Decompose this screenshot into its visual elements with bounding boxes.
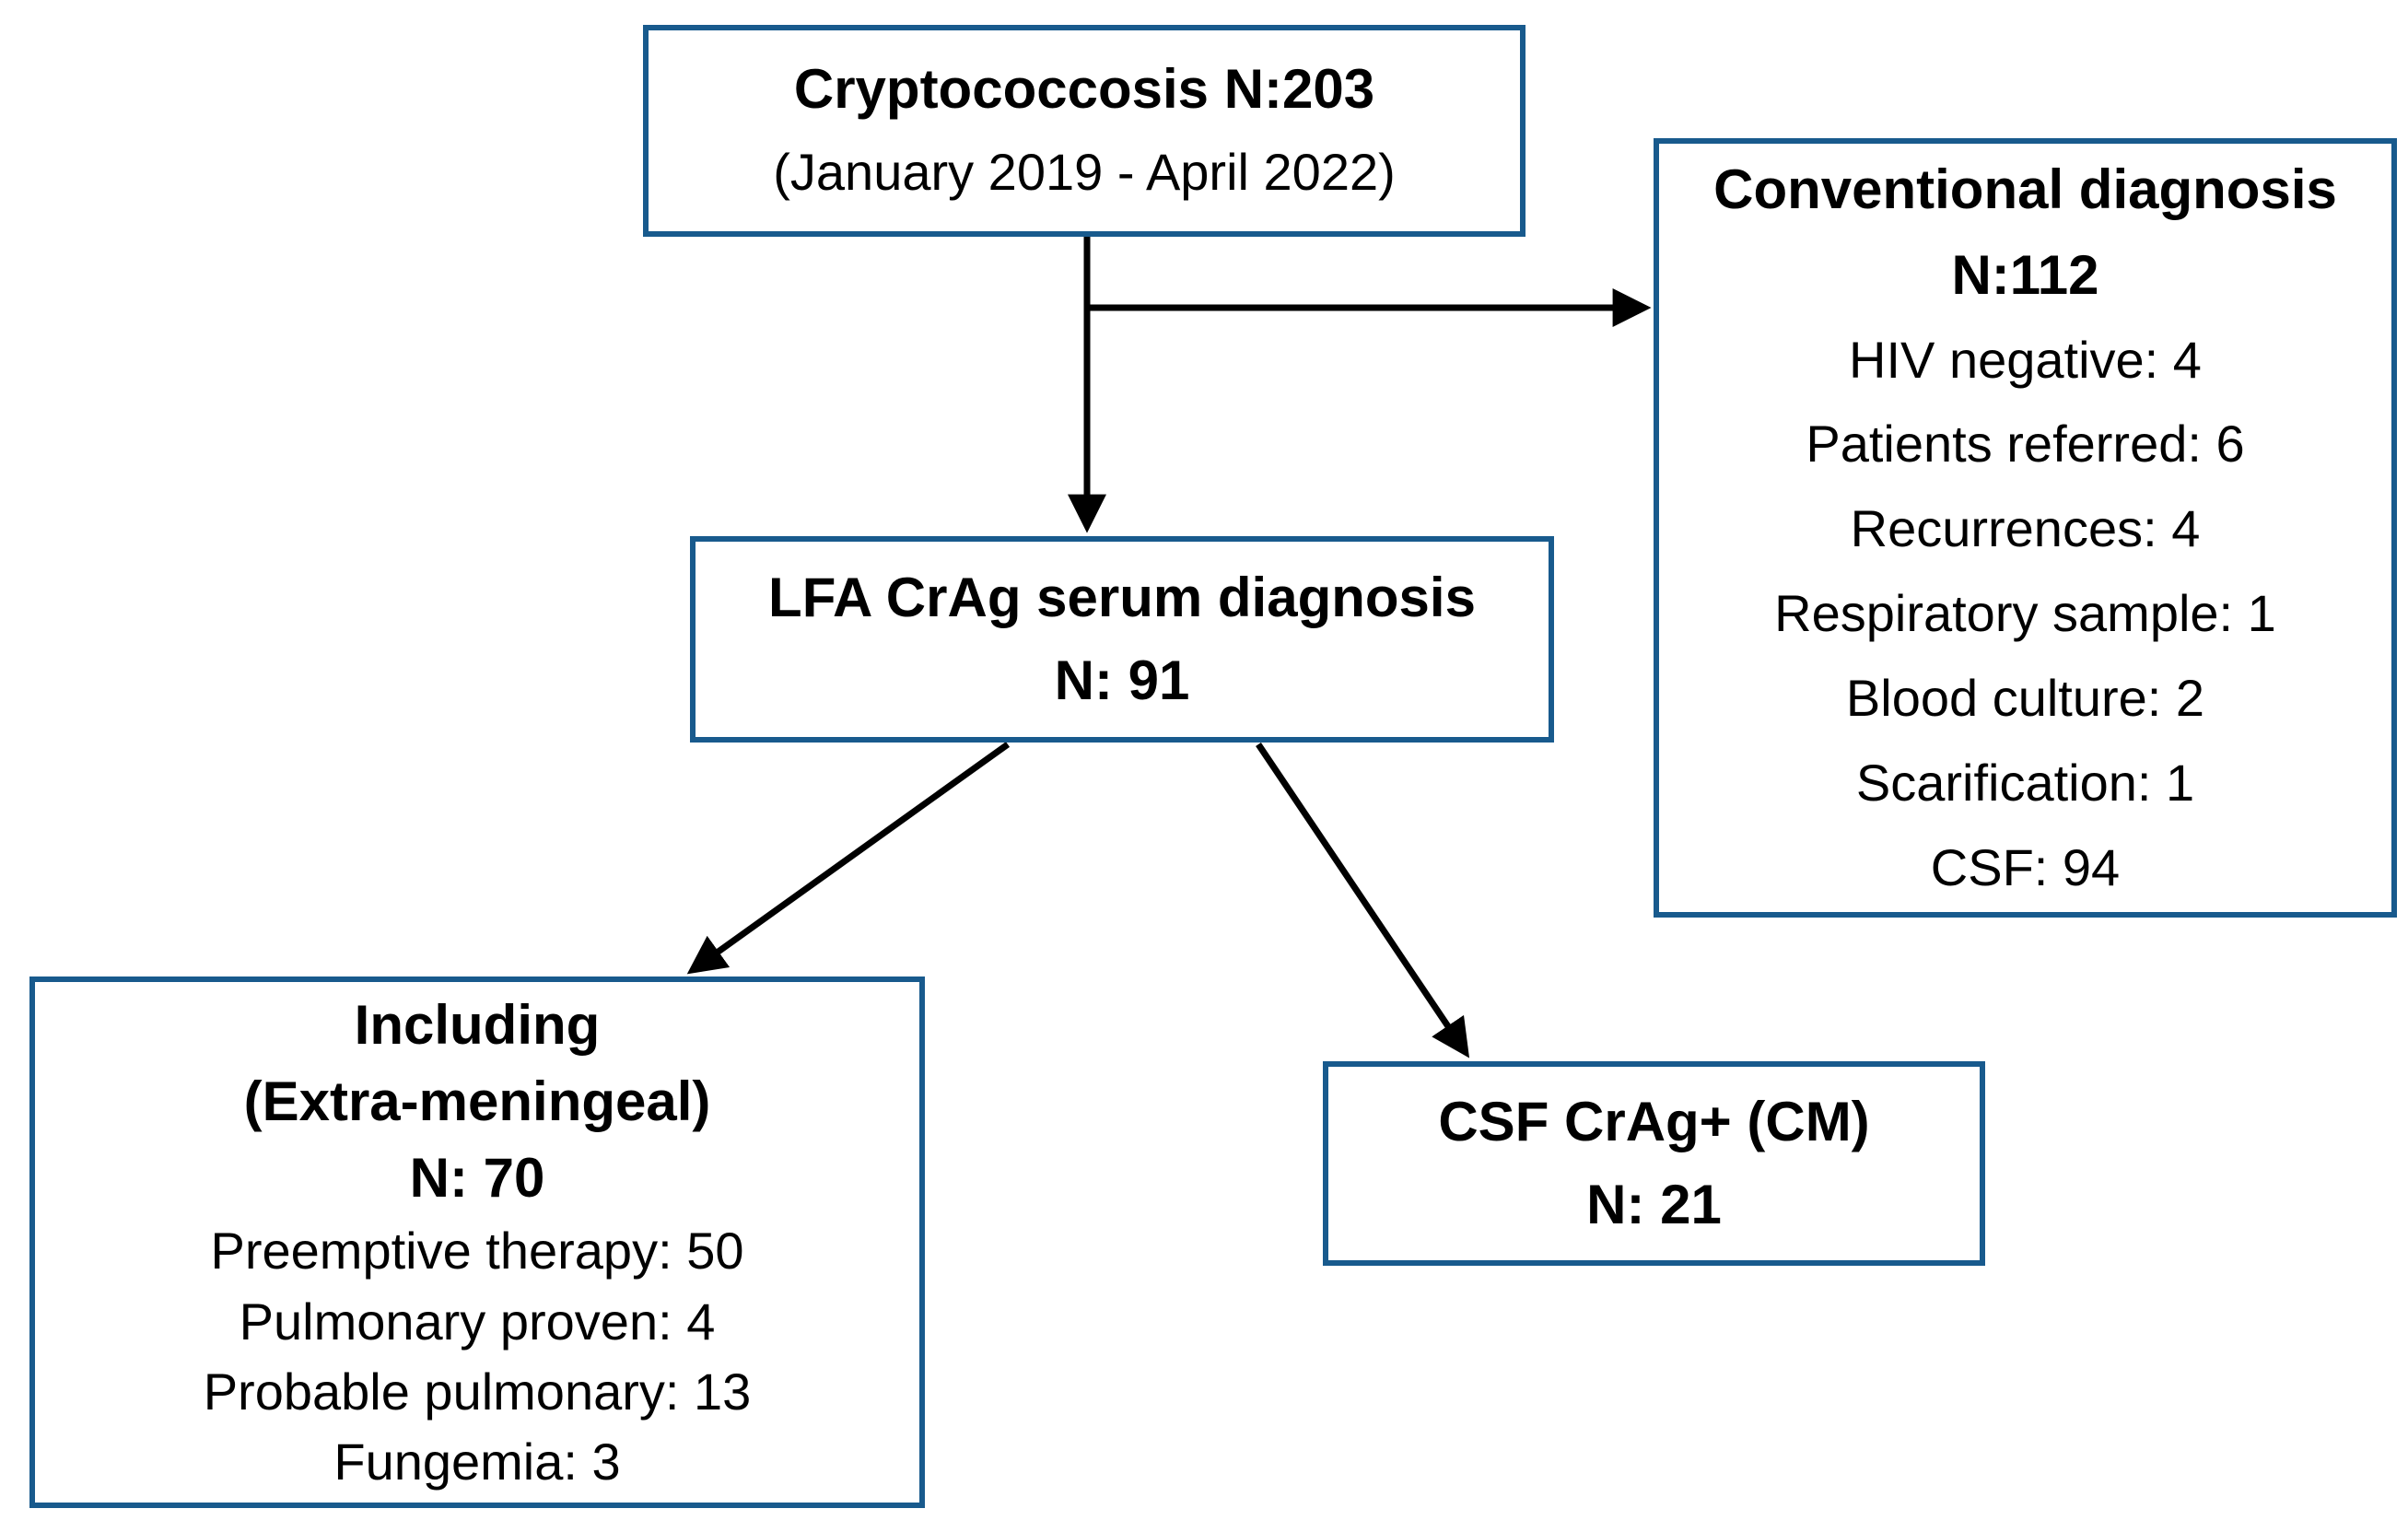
node-including-item: Probable pulmonary: 13 — [203, 1362, 752, 1421]
node-conventional-n: N:112 — [1951, 243, 2099, 306]
node-lfa-n: N: 91 — [1054, 649, 1190, 711]
node-csf-title: CSF CrAg+ (CM) — [1438, 1091, 1870, 1152]
node-including-item: Fungemia: 3 — [333, 1432, 621, 1491]
node-cryptococcosis-subtitle: (January 2019 - April 2022) — [773, 142, 1396, 201]
node-conventional-title: Conventional diagnosis — [1713, 158, 2337, 220]
node-cryptococcosis: Cryptococcosis N:203 (January 2019 - Apr… — [643, 25, 1525, 237]
node-conventional-item: Recurrences: 4 — [1850, 499, 2201, 558]
node-lfa-crag-serum: LFA CrAg serum diagnosis N: 91 — [690, 536, 1554, 743]
node-cryptococcosis-title: Cryptococcosis N:203 — [793, 57, 1375, 120]
node-conventional-item: Patients referred: 6 — [1806, 415, 2245, 474]
node-including-extra-meningeal: Including (Extra-meningeal) N: 70 Preemp… — [29, 977, 925, 1508]
node-including-line2: (Extra-meningeal) — [243, 1070, 711, 1132]
node-including-item: Pulmonary proven: 4 — [239, 1292, 716, 1351]
node-csf-n: N: 21 — [1586, 1174, 1722, 1235]
node-conventional-diagnosis: Conventional diagnosis N:112 HIV negativ… — [1654, 138, 2397, 918]
node-conventional-item: CSF: 94 — [1930, 837, 2121, 896]
node-including-line1: Including — [354, 993, 601, 1056]
node-conventional-item: Scarification: 1 — [1855, 753, 2195, 812]
arrow-lfa-to-including — [686, 742, 1011, 975]
node-including-item: Preemptive therapy: 50 — [210, 1222, 744, 1281]
arrow-lfa-to-csf-cm — [1256, 743, 1470, 1058]
node-csf-crag-cm: CSF CrAg+ (CM) N: 21 — [1323, 1061, 1985, 1266]
node-conventional-item: HIV negative: 4 — [1849, 330, 2202, 389]
node-lfa-title: LFA CrAg serum diagnosis — [768, 567, 1476, 628]
node-conventional-item: Blood culture: 2 — [1845, 668, 2205, 727]
node-conventional-item: Respiratory sample: 1 — [1774, 584, 2276, 643]
node-including-n: N: 70 — [409, 1146, 545, 1209]
